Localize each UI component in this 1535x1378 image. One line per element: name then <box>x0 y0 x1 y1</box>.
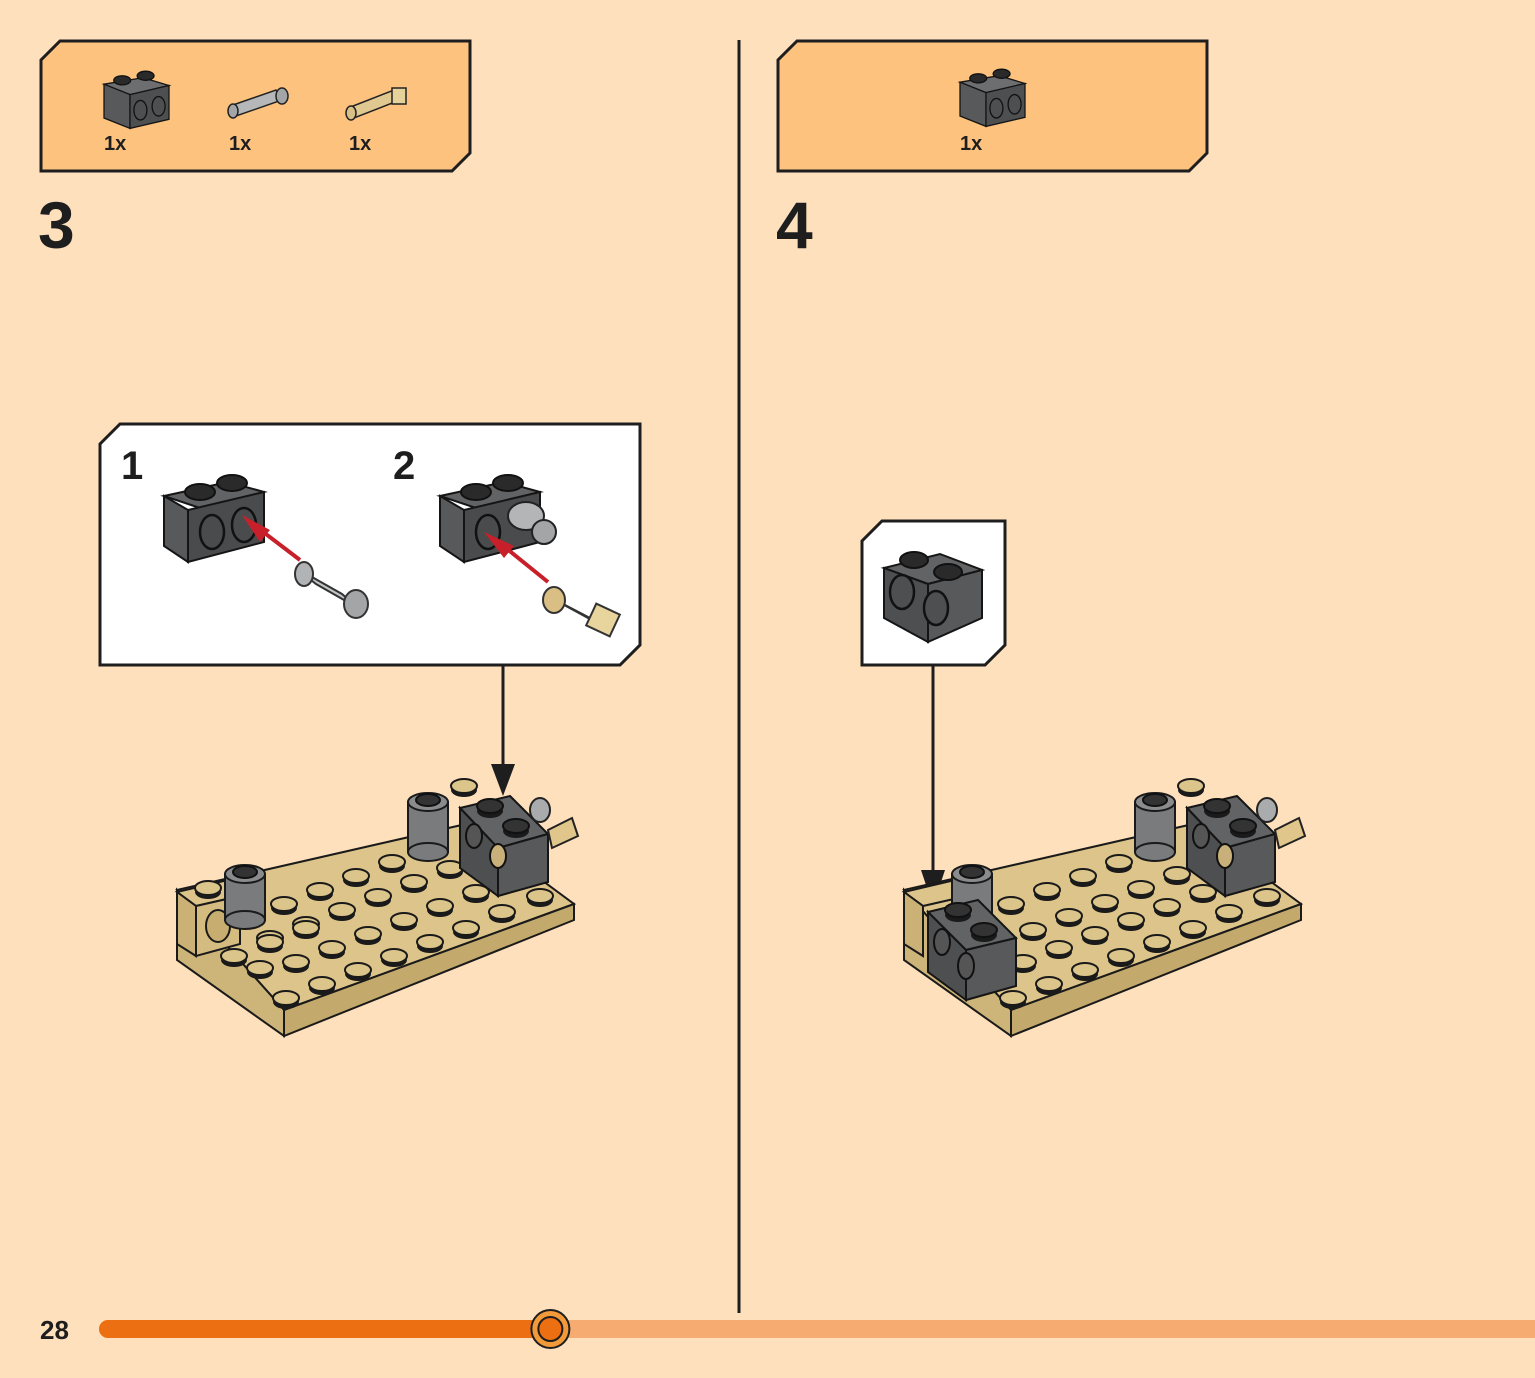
technic-axle-pin-tan-icon <box>348 86 410 122</box>
part-qty-axle-pin: 1x <box>349 133 372 155</box>
page-number: 28 <box>40 1315 69 1345</box>
technic-brick-1x2-with-holes-icon <box>104 66 170 128</box>
step-number-3: 3 <box>38 188 75 262</box>
sub-step-number-2: 2 <box>393 444 416 488</box>
part-qty-technic-brick: 1x <box>104 133 127 155</box>
step3-model <box>174 778 580 1038</box>
part-qty-technic-brick-step4: 1x <box>960 133 983 155</box>
step-number-4: 4 <box>776 188 813 262</box>
technic-brick-1x2-with-holes-icon <box>960 64 1026 126</box>
progress-knob <box>530 1309 571 1349</box>
step4-model <box>901 778 1307 1038</box>
technic-pin-light-gray-icon <box>230 86 290 122</box>
sub-step-number-1: 1 <box>121 444 144 488</box>
part-qty-technic-pin: 1x <box>229 133 252 155</box>
